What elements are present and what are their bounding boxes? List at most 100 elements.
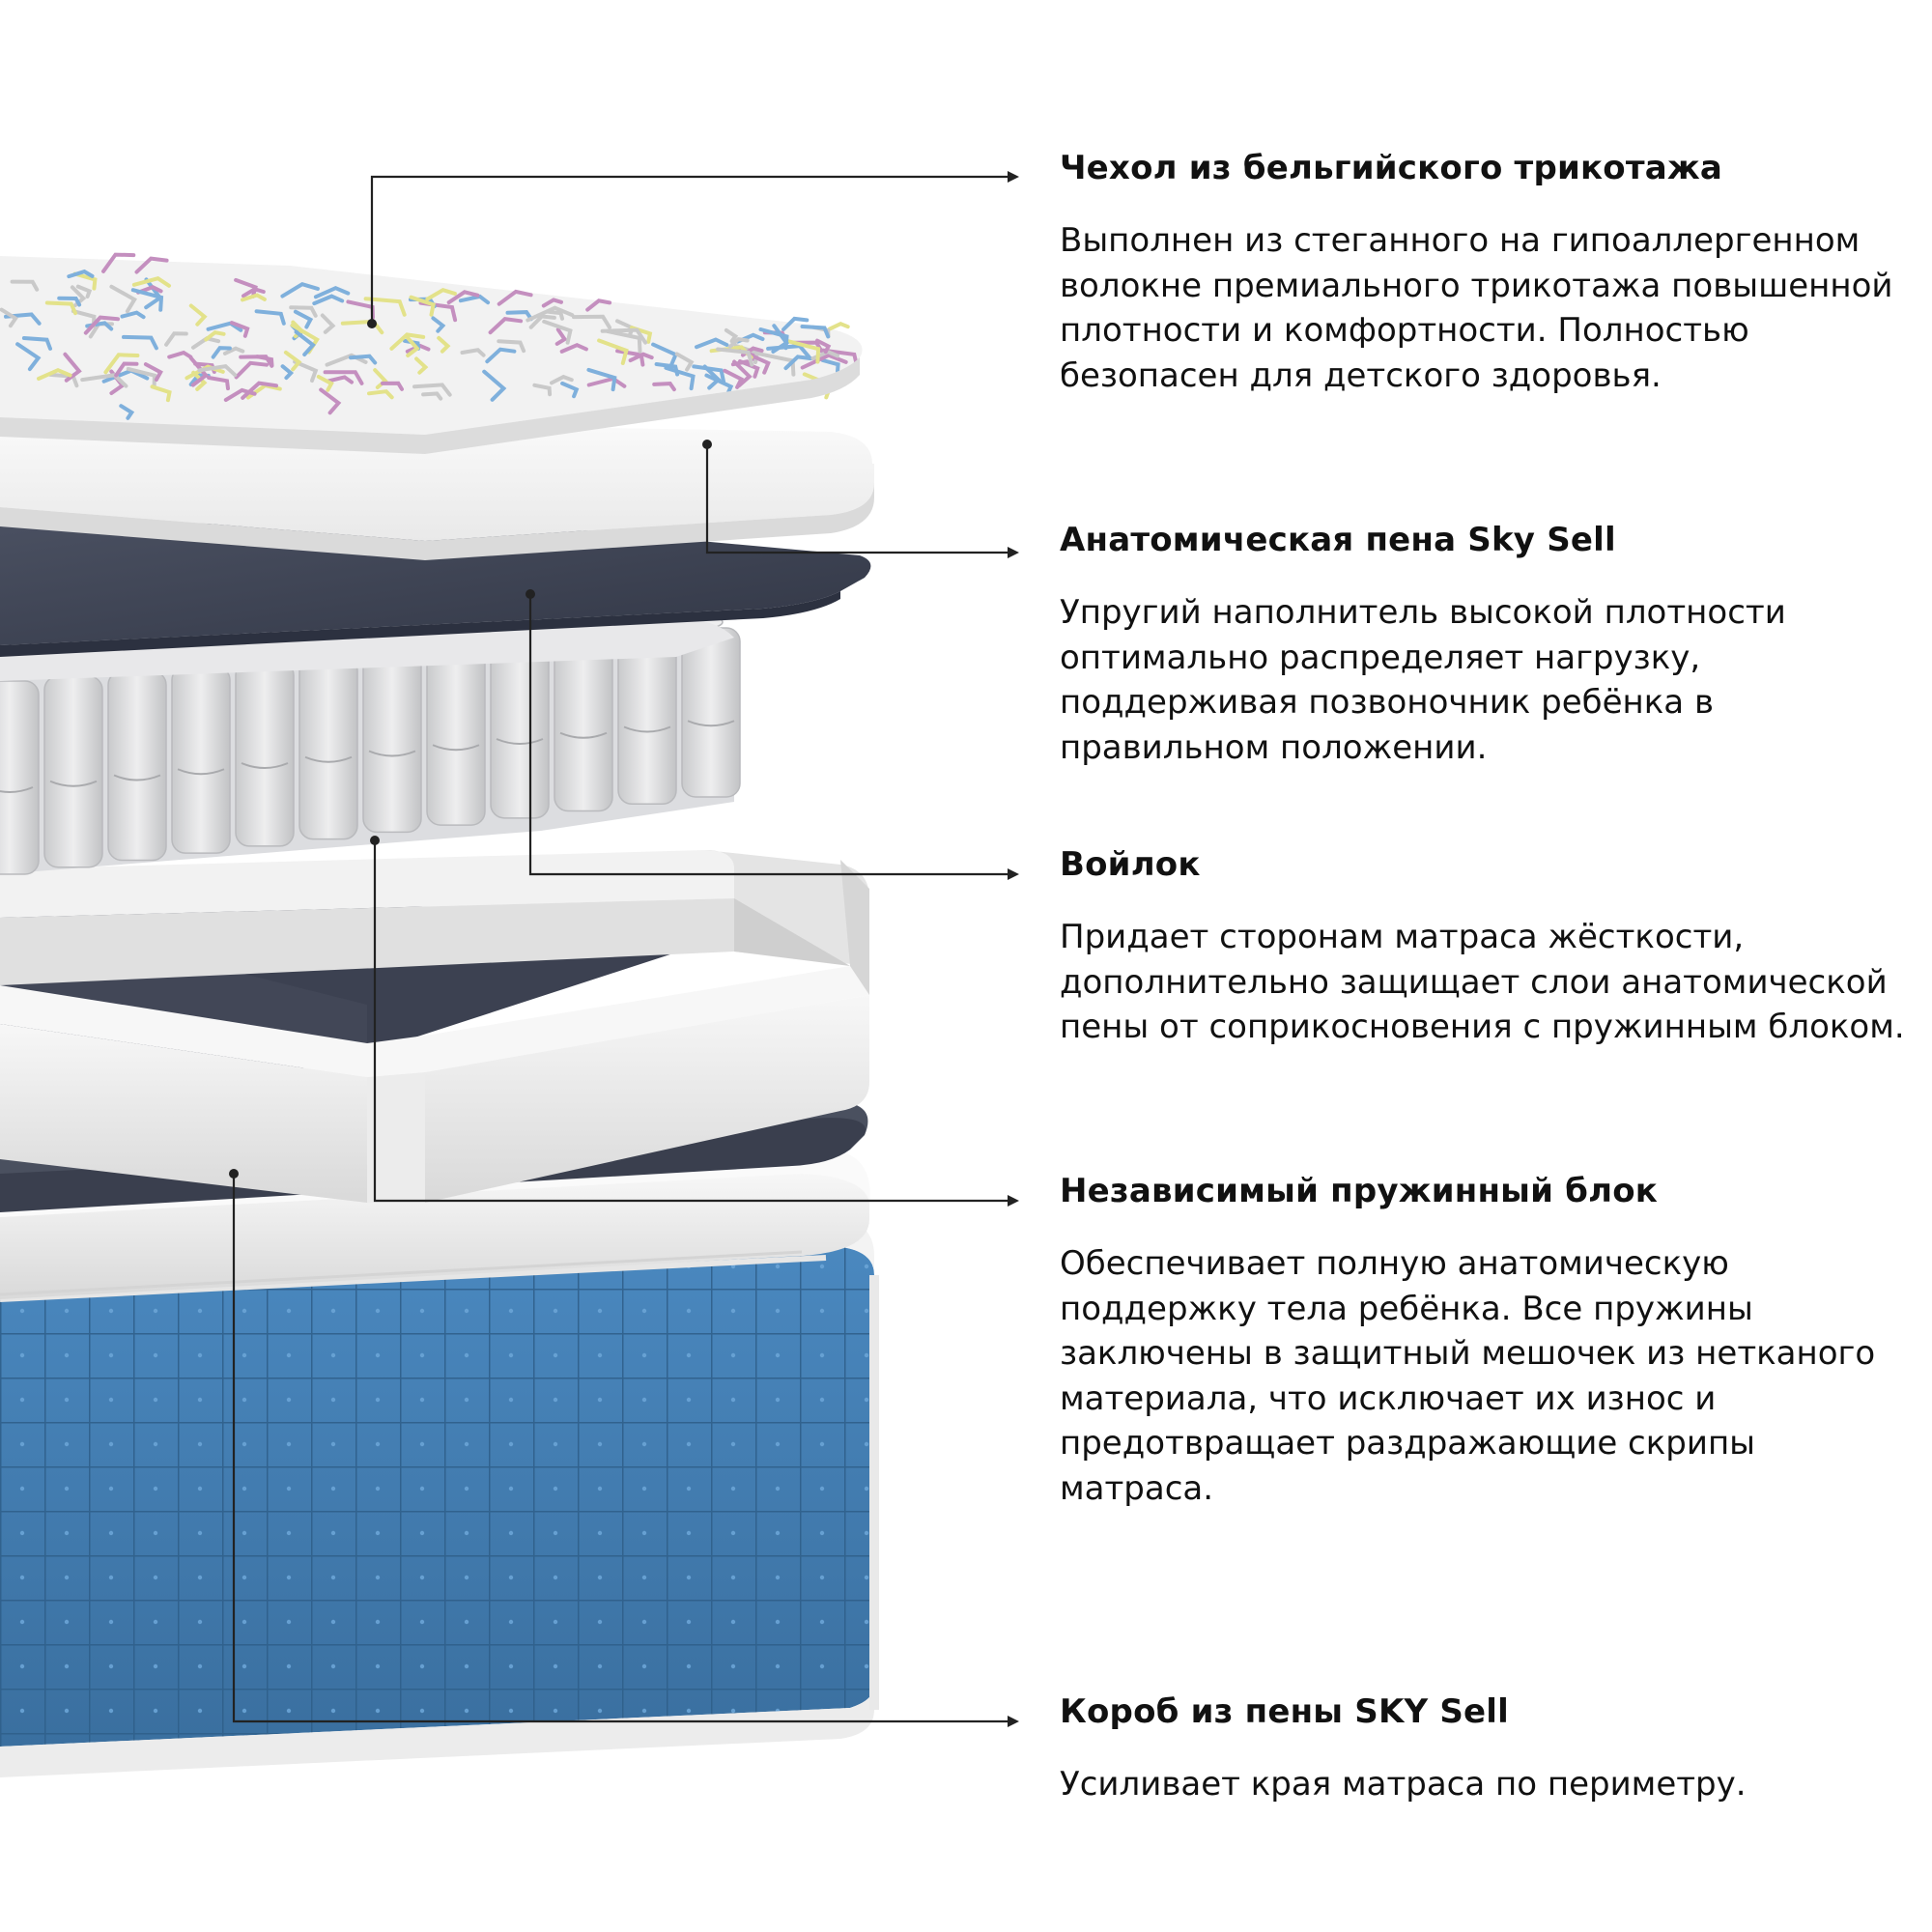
cover-pattern-stroke: [628, 352, 654, 363]
cover-pattern-stroke: [349, 354, 378, 365]
cover-pattern-stroke: [188, 303, 208, 327]
arrowhead-cover: [1008, 171, 1019, 183]
cover-pattern-stroke: [783, 355, 813, 371]
cover-pattern-stroke: [319, 387, 342, 415]
marker-dot-felt: [526, 589, 535, 599]
upper-foam-slab: [0, 413, 876, 560]
spring-pocket: [490, 641, 550, 819]
cover-pattern-stroke: [727, 336, 750, 349]
cover-pattern-stroke: [167, 350, 193, 359]
cover-pattern-stroke: [554, 327, 568, 346]
spring-pocket: [362, 651, 422, 834]
cover-pattern-stroke: [414, 356, 429, 375]
layer-block-foam: Анатомическая пена Sky Sell Упругий напо…: [1060, 519, 1910, 770]
spring-seam: [241, 762, 289, 769]
cover-pattern-stroke: [131, 276, 171, 288]
cover-pattern-stroke: [597, 338, 629, 365]
cover-pattern-stroke: [223, 387, 257, 402]
cover-pattern-stroke: [143, 362, 163, 382]
cover-pattern-stroke: [542, 319, 573, 345]
spring-block-layer: [0, 603, 741, 875]
cover-pattern-stroke: [541, 298, 563, 308]
cover-pattern-stroke: [72, 271, 98, 291]
cover-pattern-stroke: [325, 353, 368, 367]
spring-seam: [113, 774, 161, 781]
cover-pattern-stroke: [458, 294, 491, 305]
spring-pocket: [171, 666, 231, 854]
cover-pattern-stroke: [431, 316, 446, 333]
cover-pattern-stroke: [559, 343, 588, 354]
layer-title: Короб из пены SKY Sell: [1060, 1692, 1510, 1731]
cover-pattern-stroke: [230, 321, 250, 338]
cover-pattern-stroke: [781, 316, 810, 331]
foam-box-layer: [0, 1217, 879, 1777]
cover-pattern-stroke: [204, 329, 226, 342]
leader-line-foam: [705, 444, 1009, 554]
cover-pattern-stroke: [815, 338, 832, 355]
cover-pattern-stroke: [550, 374, 574, 385]
spring-seam: [432, 744, 480, 752]
layer-title: Войлок: [1060, 845, 1201, 884]
cover-pattern-stroke: [114, 361, 139, 378]
cover-pattern-stroke: [150, 384, 172, 403]
cover-pattern-stroke: [425, 288, 457, 301]
cover-pattern-stroke: [505, 310, 533, 322]
cover-pattern-stroke: [289, 305, 318, 318]
cover-pattern-stroke: [83, 315, 120, 335]
cover-pattern-stroke: [207, 376, 230, 391]
cover-pattern-stroke: [695, 337, 729, 350]
arrowhead-box: [1008, 1716, 1019, 1727]
cover-pattern-stroke: [294, 329, 316, 356]
leader-lines: [232, 175, 1009, 1723]
leader-line-felt: [528, 594, 1009, 876]
knit-cover-layer: [0, 252, 863, 454]
cover-pattern-stroke: [692, 364, 725, 384]
cover-pattern-stroke: [44, 300, 77, 316]
cover-pattern-stroke: [211, 346, 232, 359]
cover-pattern-stroke: [674, 352, 695, 372]
cover-pattern-stroke: [280, 282, 320, 298]
cover-pattern-stroke: [103, 353, 140, 375]
spring-seam: [559, 731, 608, 739]
layer-block-cover: Чехол из бельгийского трикотажа Выполнен…: [1060, 147, 1910, 398]
spring-pocket: [426, 646, 486, 826]
cover-pattern-stroke: [723, 368, 745, 389]
cover-pattern-stroke: [800, 353, 848, 370]
cover-pattern-stroke: [320, 313, 336, 334]
marker-dot-box: [229, 1169, 239, 1179]
cover-pattern-stroke: [222, 346, 245, 355]
cover-pattern-stroke: [747, 352, 771, 375]
cover-pattern-stroke: [724, 327, 739, 344]
cover-pattern-stroke: [758, 327, 789, 351]
cover-pattern-stroke: [404, 333, 420, 357]
spring-seam: [368, 750, 416, 757]
cover-pattern-stroke: [412, 383, 452, 397]
cover-pattern-stroke: [545, 309, 564, 321]
cover-pattern-stroke: [197, 363, 238, 378]
cover-pattern-stroke: [67, 269, 95, 279]
spring-pocket: [298, 656, 358, 840]
spring-seam: [496, 738, 544, 745]
layer-block-springs: Независимый пружинный блок Обеспечивает …: [1060, 1170, 1910, 1511]
layer-description: Упругий наполнитель высокой плотности оп…: [1060, 593, 1786, 767]
spring-seam: [623, 725, 671, 733]
marker-dot-foam: [702, 440, 712, 449]
cover-pattern-stroke: [437, 335, 451, 354]
cover-pattern-stroke: [485, 347, 517, 364]
cover-pattern-stroke: [234, 277, 258, 298]
cover-pattern-stroke: [37, 368, 72, 381]
cover-pattern-stroke: [827, 322, 850, 331]
cover-pattern-stroke: [327, 375, 354, 384]
cover-pattern-stroke: [664, 365, 696, 391]
cover-pattern-stroke: [381, 381, 404, 391]
cover-pattern-stroke: [242, 287, 266, 298]
cover-pattern-stroke: [600, 327, 648, 345]
cover-pattern-stroke: [312, 294, 345, 306]
cover-pattern-stroke: [241, 293, 267, 302]
cover-pattern-stroke: [732, 359, 753, 388]
arrowhead-foam: [1008, 547, 1019, 558]
cover-pattern-stroke: [164, 331, 188, 347]
spring-seam: [49, 780, 98, 787]
